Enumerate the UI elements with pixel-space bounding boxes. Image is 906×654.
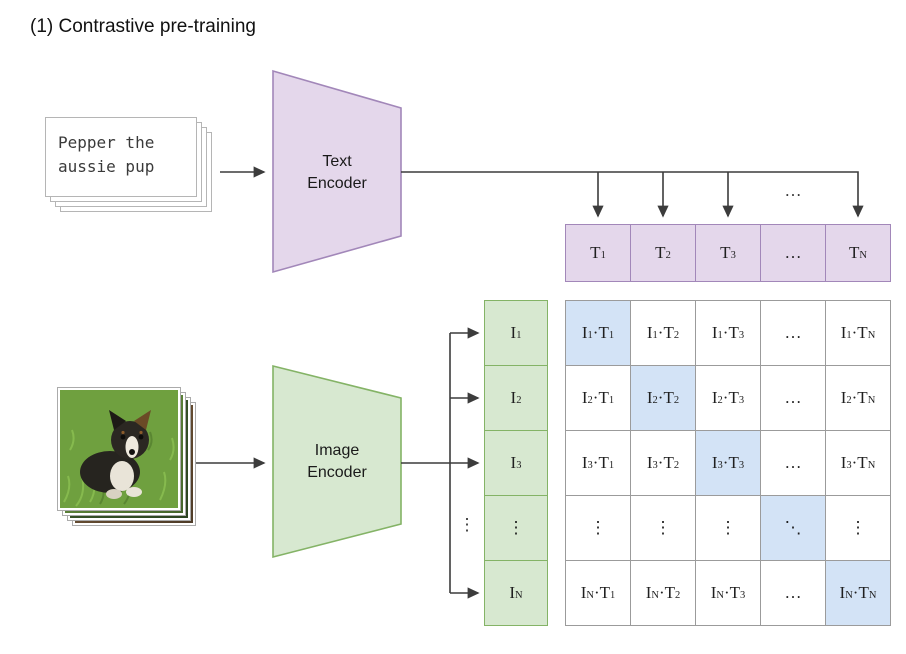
matrix-cell-4-4: ⋱ bbox=[761, 496, 825, 560]
text-card-stack: Pepper the aussie pup bbox=[45, 117, 265, 247]
text-card-text: Pepper the aussie pup bbox=[58, 133, 155, 176]
matrix-cell-4-3: ⋮ bbox=[696, 496, 760, 560]
ellipsis-vertical: ⋮ bbox=[458, 515, 476, 534]
text-card-front: Pepper the aussie pup bbox=[45, 117, 197, 197]
text-embedding-cell-4: … bbox=[761, 225, 825, 281]
image-encoder-label: Image Encoder bbox=[307, 442, 367, 481]
text-encoder-label: Text Encoder bbox=[307, 153, 367, 192]
page-title: (1) Contrastive pre-training bbox=[30, 16, 256, 37]
ellipsis-horizontal: … bbox=[784, 181, 802, 200]
matrix-cell-5-4: … bbox=[761, 561, 825, 625]
matrix-cell-1-4: … bbox=[761, 301, 825, 365]
text-encoder-shape bbox=[272, 69, 402, 274]
image-encoder-shape bbox=[272, 364, 402, 559]
puppy-photo bbox=[58, 388, 180, 510]
matrix-cell-2-4: … bbox=[761, 366, 825, 430]
image-stack bbox=[58, 388, 218, 538]
image-embedding-cell-4: ⋮ bbox=[485, 496, 547, 560]
puppy-illustration bbox=[60, 390, 178, 508]
matrix-cell-4-2: ⋮ bbox=[631, 496, 695, 560]
matrix-cell-4-1: ⋮ bbox=[566, 496, 630, 560]
matrix-cell-4-5: ⋮ bbox=[826, 496, 890, 560]
text-encoder-output-line bbox=[401, 171, 864, 218]
matrix-cell-3-4: … bbox=[761, 431, 825, 495]
